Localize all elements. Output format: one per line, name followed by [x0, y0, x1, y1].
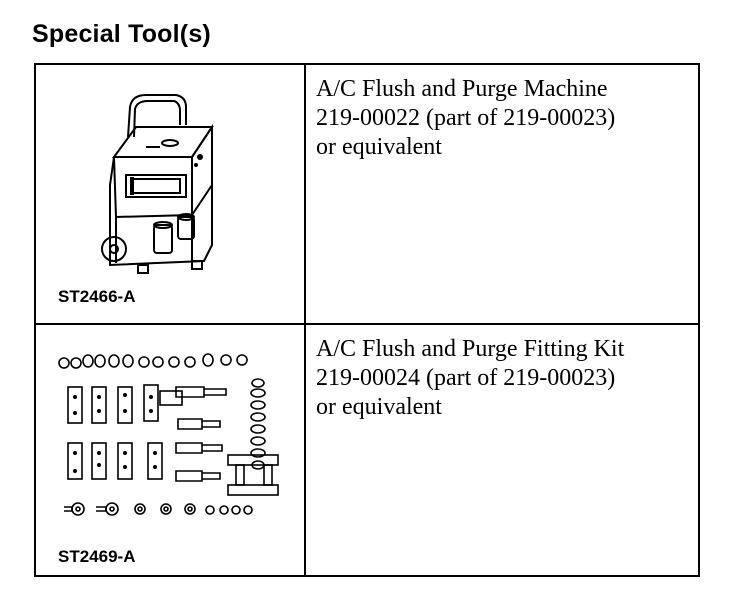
tool-description-cell: A/C Flush and Purge Fitting Kit 219-0002…: [306, 325, 698, 575]
tool-part-number: 219-00022 (part of 219-00023): [316, 105, 616, 131]
tool-image-code: ST2466-A: [58, 287, 136, 306]
tool-image-code: ST2469-A: [58, 547, 136, 566]
fitting-kit-illustration: [58, 353, 279, 516]
tool-equivalent-note: or equivalent: [316, 394, 442, 420]
tool-description: A/C Flush and Purge Fitting Kit 219-0002…: [316, 335, 624, 422]
tool-row: ST2469-A A/C Flush and Purge Fitting Kit…: [36, 325, 698, 575]
tool-row: ST2466-A A/C Flush and Purge Machine 219…: [36, 65, 698, 325]
tool-image-cell: ST2469-A: [36, 325, 306, 575]
tool-name: A/C Flush and Purge Fitting Kit: [316, 336, 625, 362]
tool-description-cell: A/C Flush and Purge Machine 219-00022 (p…: [306, 65, 698, 323]
tool-name: A/C Flush and Purge Machine: [316, 76, 608, 102]
section-heading: Special Tool(s): [32, 20, 211, 48]
tool-image-cell: ST2466-A: [36, 65, 306, 323]
tool-description: A/C Flush and Purge Machine 219-00022 (p…: [316, 75, 615, 162]
flush-purge-machine-illustration: [101, 94, 214, 274]
tool-equivalent-note: or equivalent: [316, 134, 442, 160]
tool-part-number: 219-00024 (part of 219-00023): [316, 365, 616, 391]
nut-row: [58, 353, 248, 369]
special-tools-table: ST2466-A A/C Flush and Purge Machine 219…: [34, 63, 700, 577]
